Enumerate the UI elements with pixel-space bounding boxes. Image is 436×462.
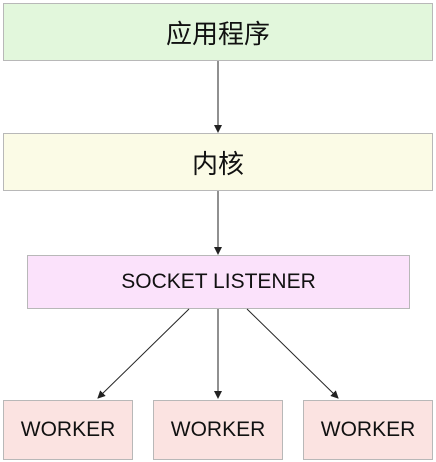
arrow-listener-to-worker-1	[97, 308, 190, 399]
worker-label-2: WORKER	[170, 418, 266, 441]
worker-node-1: WORKER	[3, 400, 133, 460]
arrow-listener-to-worker-3	[246, 308, 339, 399]
socket-listener-label: SOCKET LISTENER	[121, 270, 316, 293]
kernel-node-label: 内核	[191, 149, 244, 180]
app-node-label: 应用程序	[165, 19, 270, 50]
worker-node-2: WORKER	[153, 400, 283, 460]
kernel-node: 内核	[3, 133, 433, 191]
worker-label-1: WORKER	[20, 418, 116, 441]
worker-label-3: WORKER	[320, 418, 416, 441]
socket-listener-node: SOCKET LISTENER	[27, 255, 410, 309]
app-node: 应用程序	[3, 3, 433, 61]
worker-node-3: WORKER	[303, 400, 433, 460]
